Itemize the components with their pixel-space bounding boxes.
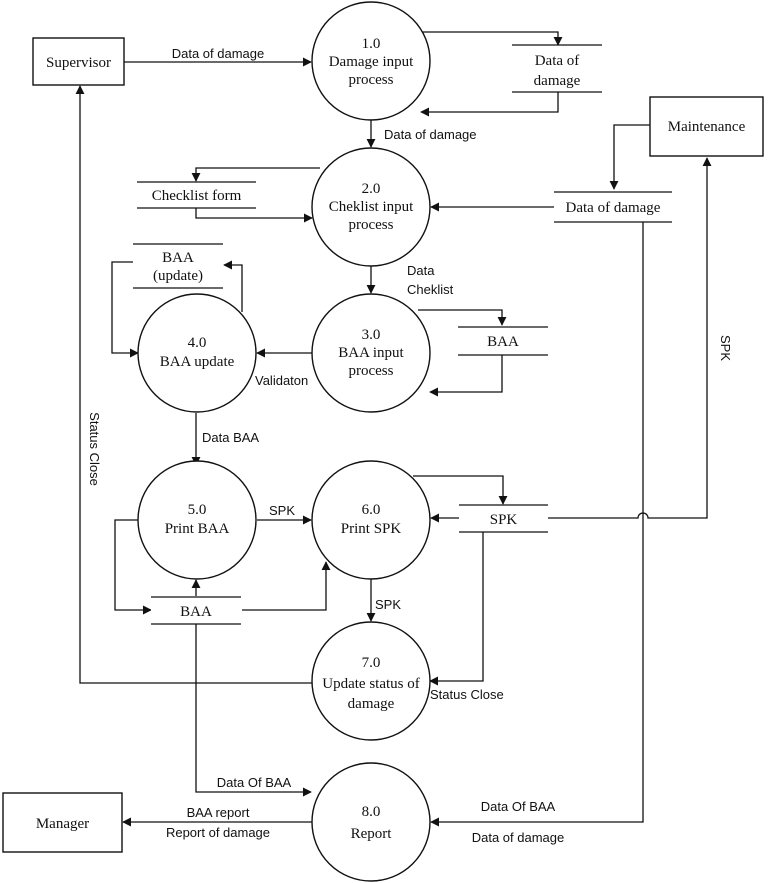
entity-supervisor-label: Supervisor: [46, 55, 111, 71]
process-2-label-line2: process: [349, 217, 394, 233]
process-7-label-line1: Update status of: [322, 676, 419, 692]
label-baa-to-p8: Data Of BAA: [217, 775, 292, 790]
flow-baa-update-to-p4: [111, 261, 139, 358]
entity-maintenance: Maintenance: [649, 96, 764, 157]
process-2-label-line1: Cheklist input: [329, 199, 414, 215]
flow-baa-store-to-p3: [429, 355, 503, 397]
flow-p4-to-baa-update: [223, 260, 243, 312]
store-spk-label: SPK: [490, 512, 518, 528]
label-p1-to-p2: Data of damage: [384, 127, 477, 142]
process-5-number: 5.0: [188, 502, 207, 518]
flow-maintenance-to-damage-store: [609, 124, 650, 190]
flow-p5-to-baa-store: [114, 519, 152, 615]
label-p3-to-p4: Validaton: [255, 373, 308, 388]
store-baa-bottom: BAA: [151, 596, 241, 625]
process-7: 7.0 Update status of damage: [311, 621, 431, 741]
store-spk: SPK: [459, 504, 548, 533]
process-4-number: 4.0: [188, 335, 207, 351]
label-p7-to-supervisor: Status Close: [87, 412, 102, 486]
process-3-number: 3.0: [362, 327, 381, 343]
process-3-label-line2: process: [349, 363, 394, 379]
process-1-label-line1: Damage input: [329, 54, 414, 70]
entity-manager: Manager: [2, 792, 123, 853]
label-p8-to-manager-line1: BAA report: [187, 805, 250, 820]
label-p2-to-p3-line2: Cheklist: [407, 282, 454, 297]
process-3: 3.0 BAA input process: [311, 293, 431, 413]
label-damage-to-p8-line1: Data Of BAA: [481, 799, 556, 814]
store-damage-top: Data of damage: [512, 44, 602, 93]
label-p5-to-p6: SPK: [269, 503, 295, 518]
store-damage-right-label: Data of damage: [566, 200, 661, 216]
process-8-number: 8.0: [362, 804, 381, 820]
process-8-label-line1: Report: [351, 826, 393, 842]
process-8: 8.0 Report: [311, 762, 431, 882]
process-6-number: 6.0: [362, 502, 381, 518]
store-baa-update-label-line1: BAA: [162, 250, 194, 266]
label-p6-to-p7: SPK: [375, 597, 401, 612]
flow-p3-to-baa-store: [418, 309, 507, 326]
store-checklist-form: Checklist form: [137, 181, 256, 209]
flow-p2-to-checklist: [191, 167, 320, 182]
store-baa-mid: BAA: [458, 326, 548, 356]
flow-baa-store-to-p6: [242, 561, 331, 611]
flow-baa-store-to-p8: [195, 624, 312, 797]
store-baa-bottom-label: BAA: [180, 604, 212, 620]
store-checklist-form-label: Checklist form: [152, 188, 242, 204]
label-p2-to-p3-line1: Data: [407, 263, 435, 278]
store-baa-mid-label: BAA: [487, 334, 519, 350]
flow-p1-to-damage-store: [406, 31, 563, 46]
flow-checklist-to-p2: [195, 208, 313, 223]
process-7-number: 7.0: [362, 655, 381, 671]
flow-p7-to-supervisor: [75, 85, 317, 684]
entity-maintenance-label: Maintenance: [668, 119, 746, 135]
store-damage-right: Data of damage: [554, 191, 672, 223]
label-spk-to-p7: Status Close: [430, 687, 504, 702]
process-2: 2.0 Cheklist input process: [311, 147, 431, 267]
process-6-label-line1: Print SPK: [341, 521, 402, 537]
entity-supervisor: Supervisor: [32, 37, 125, 86]
process-4-label-line1: BAA update: [160, 354, 235, 370]
process-7-label-line2: damage: [348, 696, 395, 712]
process-6: 6.0 Print SPK: [311, 460, 431, 580]
process-5: 5.0 Print BAA: [137, 460, 257, 580]
entity-manager-label: Manager: [36, 816, 89, 832]
label-damage-to-p8-line2: Data of damage: [472, 830, 565, 845]
process-2-number: 2.0: [362, 181, 381, 197]
store-damage-top-label-line2: damage: [534, 73, 581, 89]
flow-spk-store-to-p7: [429, 532, 484, 686]
process-4: 4.0 BAA update: [137, 293, 257, 413]
process-1: 1.0 Damage input process: [311, 1, 431, 121]
label-supervisor-to-p1: Data of damage: [172, 46, 265, 61]
process-1-label-line2: process: [349, 72, 394, 88]
label-p4-to-p5: Data BAA: [202, 430, 259, 445]
flow-damage-store-to-p8: [430, 222, 644, 827]
process-3-label-line1: BAA input: [338, 345, 404, 361]
flow-damage-store-to-p1: [420, 92, 559, 117]
process-5-label-line1: Print BAA: [165, 521, 230, 537]
store-baa-update: BAA (update): [133, 243, 223, 289]
flow-p6-to-spk-store: [413, 475, 508, 505]
process-1-number: 1.0: [362, 36, 381, 52]
label-p8-to-manager-line2: Report of damage: [166, 825, 270, 840]
label-spk-to-maintenance: SPK: [718, 335, 733, 361]
store-baa-update-label-line2: (update): [153, 268, 203, 284]
store-damage-top-label-line1: Data of: [535, 53, 580, 69]
flow-spk-to-maintenance: [548, 157, 712, 519]
